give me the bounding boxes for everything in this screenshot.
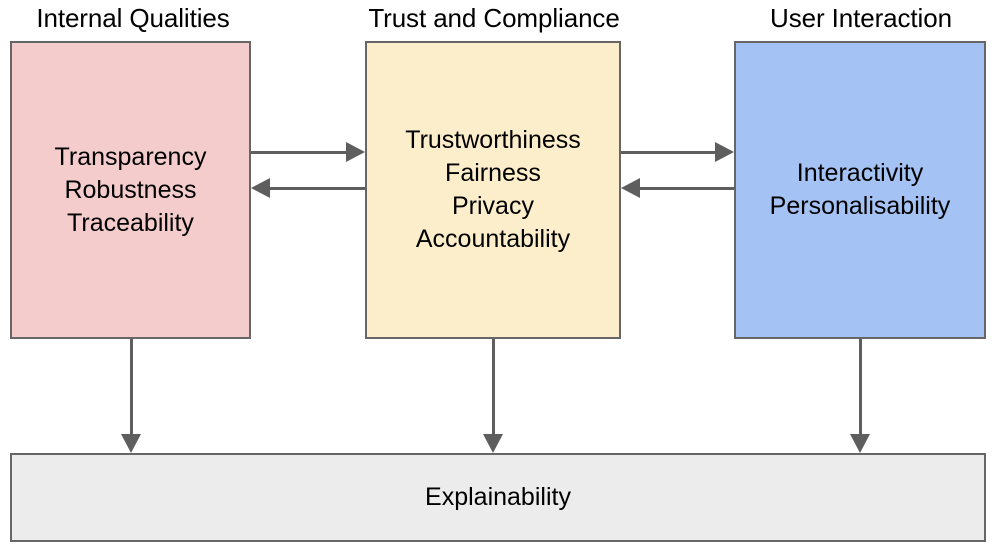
item-accountability: Accountability bbox=[415, 225, 571, 253]
label-explainability: Explainability bbox=[425, 483, 571, 511]
item-transparency: Transparency bbox=[54, 142, 207, 171]
arrow-internal-qualities-to-explainability bbox=[121, 339, 142, 454]
arrow-head-right-icon bbox=[715, 142, 734, 162]
arrow-head-down-icon bbox=[121, 434, 141, 453]
item-interactivity: Interactivity bbox=[796, 159, 924, 187]
arrow-trust-and-compliance-to-internal-qualities bbox=[251, 178, 365, 198]
column-title-trust-and-compliance: Trust and Compliance bbox=[368, 3, 620, 33]
item-trustworthiness: Trustworthiness bbox=[405, 126, 581, 154]
arrow-user-interaction-to-explainability bbox=[850, 339, 871, 454]
item-traceability: Traceability bbox=[67, 208, 194, 237]
arrow-shaft bbox=[269, 187, 365, 190]
arrow-shaft bbox=[859, 339, 862, 436]
item-personalisability: Personalisability bbox=[769, 192, 951, 220]
arrow-head-left-icon bbox=[621, 178, 640, 198]
arrow-trust-and-compliance-to-user-interaction bbox=[621, 142, 734, 162]
arrow-user-interaction-to-trust-and-compliance bbox=[621, 178, 734, 198]
box-trust-and-compliance-items: Trustworthiness Fairness Privacy Account… bbox=[399, 124, 587, 256]
arrow-shaft bbox=[492, 339, 495, 436]
box-user-interaction[interactable]: Interactivity Personalisability bbox=[734, 41, 986, 339]
arrow-internal-qualities-to-trust-and-compliance bbox=[251, 142, 365, 162]
arrow-head-left-icon bbox=[251, 178, 270, 198]
column-title-internal-qualities: Internal Qualities bbox=[36, 3, 230, 33]
arrow-shaft bbox=[130, 339, 133, 436]
item-privacy: Privacy bbox=[452, 192, 534, 220]
arrow-head-down-icon bbox=[483, 434, 503, 453]
box-explainability[interactable]: Explainability bbox=[10, 453, 986, 542]
arrow-shaft bbox=[621, 151, 716, 154]
item-fairness: Fairness bbox=[445, 159, 541, 187]
box-user-interaction-items: Interactivity Personalisability bbox=[764, 157, 957, 223]
arrow-trust-and-compliance-to-explainability bbox=[483, 339, 504, 454]
box-trust-and-compliance[interactable]: Trustworthiness Fairness Privacy Account… bbox=[365, 41, 621, 339]
arrow-head-right-icon bbox=[346, 142, 365, 162]
box-internal-qualities-items: Transparency Robustness Traceability bbox=[49, 141, 213, 240]
arrow-head-down-icon bbox=[850, 434, 870, 453]
arrow-shaft bbox=[639, 187, 734, 190]
arrow-shaft bbox=[251, 151, 347, 154]
box-internal-qualities[interactable]: Transparency Robustness Traceability bbox=[10, 41, 251, 339]
box-explainability-label-wrap: Explainability bbox=[419, 481, 577, 514]
column-title-user-interaction: User Interaction bbox=[770, 3, 952, 33]
item-robustness: Robustness bbox=[64, 175, 197, 204]
